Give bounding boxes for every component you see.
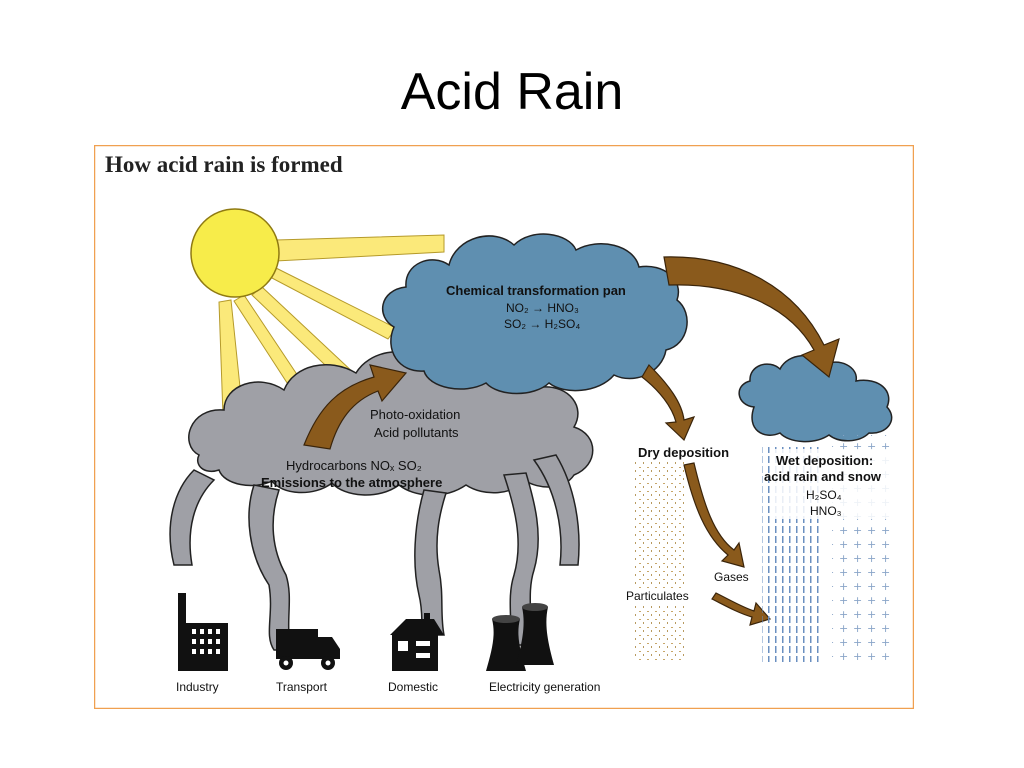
dry-deposition-particles <box>634 460 684 660</box>
sulfuric-acid-label: H₂SO₄ <box>806 488 842 502</box>
nitric-acid-label: HNO₃ <box>810 504 842 518</box>
particulates-arrow <box>711 592 772 626</box>
reaction-no2: NO₂ → HNO₃ <box>506 301 579 315</box>
house-icon <box>390 613 444 671</box>
figure-title: How acid rain is formed <box>105 152 343 177</box>
wet-deposition-subtitle: acid rain and snow <box>764 469 882 484</box>
domestic-label: Domestic <box>388 680 438 694</box>
transport-label: Transport <box>276 680 328 694</box>
acid-pollutants-label: Acid pollutants <box>374 425 459 440</box>
photo-oxidation-label: Photo-oxidation <box>370 407 460 422</box>
particulates-label: Particulates <box>626 589 689 603</box>
gases-label: Gases <box>714 570 749 584</box>
photo-oxidation-arrow <box>303 364 408 450</box>
dry-deposition-arrow <box>641 364 696 442</box>
emitted-gases-label: Hydrocarbons NOₓ SO₂ <box>286 458 422 473</box>
truck-icon <box>276 629 340 670</box>
chemical-cloud-title: Chemical transformation pan <box>446 283 626 298</box>
gases-arrow <box>683 462 745 568</box>
chemical-cloud <box>381 233 688 395</box>
cloud-to-rain-arrow <box>663 256 840 379</box>
electricity-label: Electricity generation <box>489 680 600 694</box>
power-plant-icon <box>486 603 554 671</box>
emissions-label: Emissions to the atmosphere <box>261 475 442 490</box>
dry-deposition-title: Dry deposition <box>638 445 729 460</box>
acid-rain-diagram: + How acid rain is formed Chemica <box>94 145 914 709</box>
rain-cloud <box>738 355 893 443</box>
wet-deposition-title: Wet deposition: <box>776 453 873 468</box>
slide-title: Acid Rain <box>400 63 624 121</box>
reaction-so2: SO₂ → H₂SO₄ <box>504 317 580 331</box>
process-arrows <box>303 256 840 626</box>
sun-icon <box>190 208 280 298</box>
industry-label: Industry <box>176 680 219 694</box>
factory-icon <box>178 593 228 671</box>
